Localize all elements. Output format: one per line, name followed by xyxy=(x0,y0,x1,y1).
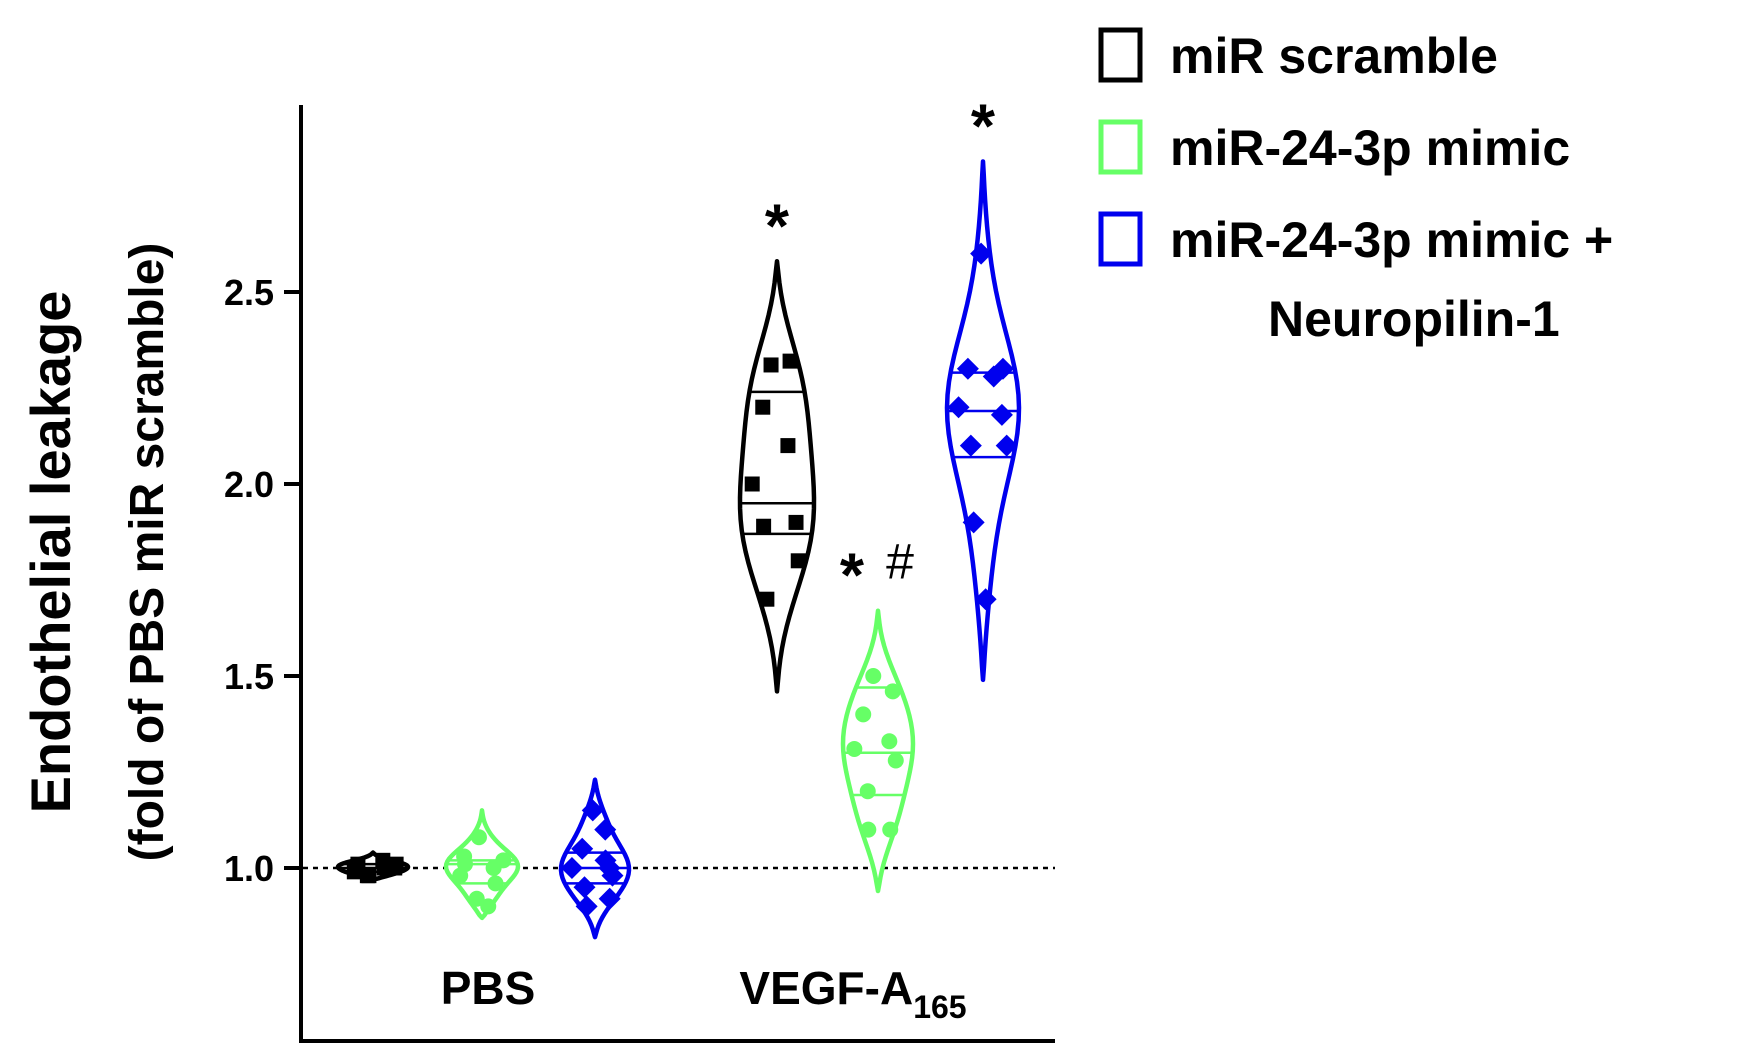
data-point xyxy=(575,895,598,918)
violin-2-pbs xyxy=(443,808,521,921)
data-point xyxy=(882,821,899,838)
category-label-vegf: VEGF-A165 xyxy=(739,962,966,1025)
violin-outline xyxy=(737,259,817,694)
legend-label: miR scramble xyxy=(1170,28,1498,84)
category-labels: PBS VEGF-A165 xyxy=(441,962,967,1025)
data-point xyxy=(346,864,362,880)
y-axis-title-line1: Endothelial leakage xyxy=(19,291,82,814)
data-point xyxy=(780,438,796,454)
data-point xyxy=(581,799,604,822)
data-point xyxy=(855,706,872,723)
data-point xyxy=(573,876,596,899)
legend: miR scramble miR-24-3p mimic miR-24-3p mim… xyxy=(1098,27,1613,347)
y-tick-label: 2.0 xyxy=(224,464,274,505)
data-point xyxy=(480,898,497,915)
y-axis-title-line2: (fold of PBS miR scramble) xyxy=(121,243,174,862)
data-point xyxy=(560,857,583,879)
data-point xyxy=(598,887,621,910)
data-point xyxy=(865,668,882,684)
data-point xyxy=(359,868,375,884)
data-point xyxy=(782,353,798,369)
violin-2-vegfa: *# xyxy=(840,534,916,894)
data-point xyxy=(594,818,617,841)
data-point xyxy=(388,856,404,872)
significance-star: * xyxy=(765,192,790,261)
legend-swatch xyxy=(1098,119,1143,175)
violin-outline xyxy=(840,608,916,894)
data-point xyxy=(959,434,982,457)
significance-hash: # xyxy=(886,534,914,590)
y-ticks: 1.0 1.5 2.0 2.5 xyxy=(224,272,301,889)
legend-item-3: miR-24-3p mimic + Neuropilin-1 xyxy=(1098,211,1613,347)
data-point xyxy=(974,588,997,611)
data-point xyxy=(456,848,473,865)
y-tick-label: 1.0 xyxy=(224,848,274,889)
data-point xyxy=(990,403,1013,426)
data-point xyxy=(788,514,804,530)
data-point xyxy=(571,837,594,860)
violin-3-vegfa: * xyxy=(944,92,1022,683)
legend-swatch xyxy=(1098,211,1143,267)
legend-label-line2: Neuropilin-1 xyxy=(1268,291,1560,347)
legend-swatch xyxy=(1098,27,1143,83)
data-point xyxy=(759,591,775,607)
y-tick-label: 1.5 xyxy=(224,656,274,697)
data-point xyxy=(860,821,877,838)
violin-3-pbs xyxy=(558,777,632,940)
violin-1-pbs xyxy=(335,850,411,884)
y-tick-label: 2.5 xyxy=(224,272,274,313)
data-point xyxy=(859,783,876,800)
violins: **#* xyxy=(335,92,1022,940)
significance-star: * xyxy=(840,542,865,611)
data-point xyxy=(755,399,771,415)
legend-label: miR-24-3p mimic + xyxy=(1170,212,1613,268)
data-point xyxy=(962,511,985,534)
data-point xyxy=(970,242,993,265)
data-point xyxy=(846,740,863,757)
data-point xyxy=(756,518,772,534)
data-point xyxy=(884,683,901,700)
data-point xyxy=(598,857,621,879)
data-point xyxy=(947,396,970,419)
legend-item-2: miR-24-3p mimic xyxy=(1098,119,1570,176)
data-point xyxy=(468,890,485,907)
violin-outline xyxy=(944,159,1022,683)
data-point xyxy=(887,752,904,769)
data-point xyxy=(790,553,806,569)
data-point xyxy=(744,476,760,492)
data-point xyxy=(982,365,1005,388)
data-point xyxy=(452,867,469,884)
category-label-vegf-main: VEGF-A xyxy=(739,962,913,1014)
significance-star: * xyxy=(971,92,996,161)
legend-item-1: miR scramble xyxy=(1098,27,1498,84)
data-point xyxy=(881,733,898,750)
legend-label: miR-24-3p mimic xyxy=(1170,120,1570,176)
category-label-pbs: PBS xyxy=(441,962,536,1014)
y-axis-title: Endothelial leakage (fold of PBS miR scr… xyxy=(19,243,174,862)
data-point xyxy=(470,829,487,846)
data-point xyxy=(485,860,502,876)
violin-1-vegfa: * xyxy=(737,192,817,694)
category-label-vegf-subscript: 165 xyxy=(913,989,966,1025)
data-point xyxy=(956,357,979,380)
data-point xyxy=(995,434,1018,457)
data-point xyxy=(375,852,391,868)
data-point xyxy=(763,357,779,373)
data-point xyxy=(487,875,504,892)
